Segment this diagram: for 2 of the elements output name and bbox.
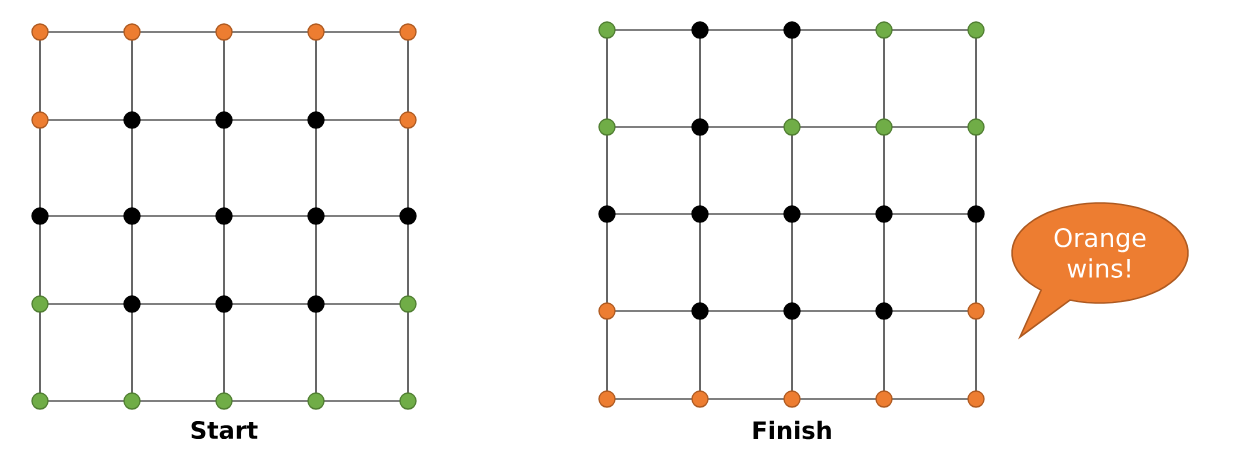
board-caption: Finish [753,420,831,440]
board-caption: Start [191,420,258,440]
